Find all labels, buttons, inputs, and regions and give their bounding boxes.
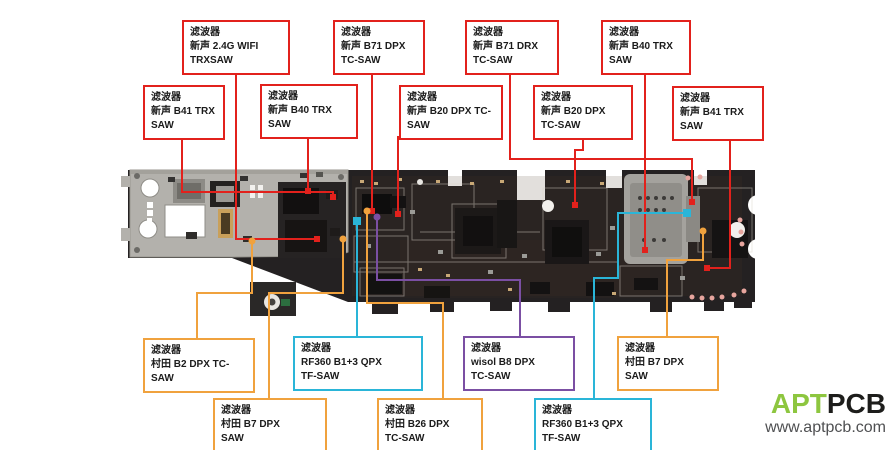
filter-label-xinsheng-b41-trx-left: 滤波器新声 B41 TRX SAW: [143, 85, 225, 140]
label-line: 新声 B20 DPX TC-: [407, 106, 491, 117]
filter-label-murata-b7-dpx-right: 滤波器村田 B7 DPX SAW: [617, 336, 719, 391]
label-line: RF360 B1+3 QPX: [301, 357, 382, 368]
leader-lines: [181, 65, 731, 402]
label-line: TF-SAW: [542, 433, 581, 444]
leader-lines-red: [181, 65, 731, 271]
filter-label-xinsheng-b41-trx-right: 滤波器新声 B41 TRX SAW: [672, 86, 764, 141]
label-line: SAW: [151, 120, 174, 131]
label-line: TF-SAW: [301, 371, 340, 382]
shield-cutouts: [138, 178, 263, 239]
filter-label-murata-b26-dpx: 滤波器村田 B26 DPX TC-SAW: [377, 398, 483, 450]
label-line: 新声 B40 TRX: [268, 105, 332, 116]
filter-label-xinsheng-b20-dpx-right: 滤波器新声 B20 DPX TC-SAW: [533, 85, 633, 140]
label-line: 滤波器: [625, 343, 655, 354]
pcb-screw-tab: [250, 282, 296, 316]
label-line: 滤波器: [301, 343, 331, 354]
leader-lines-purple: [373, 213, 521, 340]
filter-label-xinsheng-b20-dpx-left: 滤波器新声 B20 DPX TC- SAW: [399, 85, 503, 140]
label-line: 滤波器: [542, 405, 572, 416]
label-line: TC-SAW: [541, 120, 581, 131]
label-line: 新声 B41 TRX: [151, 106, 215, 117]
label-line: 滤波器: [341, 27, 371, 38]
label-line: TC-SAW: [385, 433, 425, 444]
label-line: 滤波器: [609, 27, 639, 38]
label-line: SAW: [268, 119, 291, 130]
filter-label-wisol-b8-dpx: 滤波器 wisol B8 DPX TC-SAW: [463, 336, 575, 391]
label-line: SAW: [407, 120, 430, 131]
label-line: SAW: [221, 433, 244, 444]
brand-text-pcb: PCB: [826, 388, 886, 419]
label-line: SAW: [151, 373, 174, 384]
label-line: 滤波器: [680, 93, 710, 104]
label-line: 村田 B7 DPX: [625, 357, 684, 368]
filter-label-murata-b7-dpx-bottom: 滤波器村田 B7 DPX SAW: [213, 398, 327, 450]
label-line: 滤波器: [471, 343, 501, 354]
label-line: SAW: [680, 121, 703, 132]
filter-label-murata-b2-dpx: 滤波器村田 B2 DPX TC- SAW: [143, 338, 255, 393]
label-line: SAW: [609, 55, 632, 66]
label-line: 新声 B71 DRX: [473, 41, 539, 52]
website-url: www.aptpcb.com: [765, 419, 886, 436]
label-line: 新声 B41 TRX: [680, 107, 744, 118]
label-line: 村田 B7 DPX: [221, 419, 280, 430]
filter-label-xinsheng-b40-trx-left: 滤波器新声 B40 TRX SAW: [260, 84, 358, 139]
label-line: 新声 B20 DPX: [541, 106, 606, 117]
label-line: RF360 B1+3 QPX: [542, 419, 623, 430]
filter-label-xinsheng-24g-wifi: 滤波器新声 2.4G WIFI TRXSAW: [182, 20, 290, 75]
solder-pads: [360, 174, 747, 301]
pcb-right-notches: [748, 195, 768, 259]
label-line: 滤波器: [151, 345, 181, 356]
label-line: 新声 B71 DPX: [341, 41, 406, 52]
leader-lines-orange: [196, 207, 707, 402]
aptpcb-logo: APTPCB www.aptpcb.com: [736, 390, 886, 437]
filter-label-rf360-b1-3-qpx-top: 滤波器 RF360 B1+3 QPX TF-SAW: [293, 336, 423, 391]
label-line: 滤波器: [268, 91, 298, 102]
label-line: 村田 B26 DPX: [385, 419, 450, 430]
label-line: TC-SAW: [473, 55, 513, 66]
label-line: wisol B8 DPX: [471, 357, 535, 368]
filter-label-xinsheng-b71-dpx: 滤波器新声 B71 DPX TC-SAW: [333, 20, 425, 75]
filter-label-rf360-b1-3-qpx-bottom: 滤波器 RF360 B1+3 QPX TF-SAW: [534, 398, 652, 450]
label-line: TC-SAW: [471, 371, 511, 382]
label-line: 滤波器: [473, 27, 503, 38]
leader-lines-cyan: [353, 209, 691, 402]
label-line: 滤波器: [385, 405, 415, 416]
metal-shield-plate: [121, 169, 349, 258]
label-line: 滤波器: [407, 92, 437, 103]
label-line: 滤波器: [221, 405, 251, 416]
label-line: TRXSAW: [190, 55, 233, 66]
filter-label-xinsheng-b40-trx-top: 滤波器新声 B40 TRX SAW: [601, 20, 691, 75]
label-line: 滤波器: [151, 92, 181, 103]
label-line: 滤波器: [190, 27, 220, 38]
label-line: SAW: [625, 371, 648, 382]
label-line: 新声 2.4G WIFI: [190, 41, 259, 52]
brand-text: APTPCB: [736, 390, 886, 418]
sim-card-tray: [624, 174, 700, 264]
label-line: 新声 B40 TRX: [609, 41, 673, 52]
filter-label-xinsheng-b71-drx: 滤波器新声 B71 DRX TC-SAW: [465, 20, 559, 75]
label-line: TC-SAW: [341, 55, 381, 66]
pcb-top-notches: [448, 168, 707, 200]
shield-opening: [278, 182, 346, 258]
brand-text-apt: APT: [770, 388, 827, 419]
label-line: 滤波器: [541, 92, 571, 103]
label-line: 村田 B2 DPX TC-: [151, 359, 230, 370]
